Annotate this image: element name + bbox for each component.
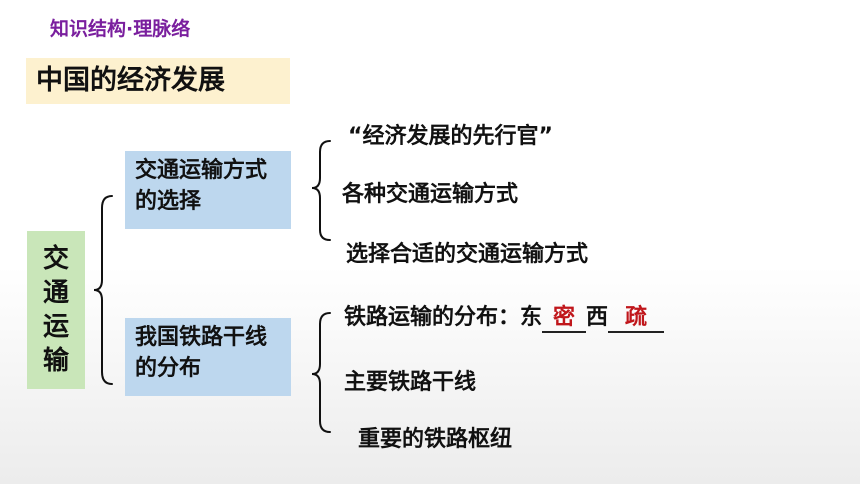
branch-node-transport-choice: 交通运输方式的选择 [125, 151, 291, 229]
leaf-item-railway-distribution: 铁路运输的分布：东密西疏 [344, 299, 665, 333]
distribution-prefix: 铁路运输的分布：东 [344, 305, 543, 330]
branch-label: 交通运输方式的选择 [135, 158, 268, 214]
page-title: 中国的经济发展 [26, 58, 290, 104]
leaf-item: 各种交通运输方式 [342, 182, 519, 207]
branch-node-railway-distribution: 我国铁路干线的分布 [125, 318, 291, 396]
root-node: 交通运输 [27, 231, 85, 389]
branch-brace-2 [311, 312, 331, 433]
branch-label: 我国铁路干线的分布 [135, 325, 268, 381]
root-brace [93, 195, 113, 385]
leaf-item: 选择合适的交通运输方式 [346, 242, 589, 267]
answer-blank-west: 疏 [608, 305, 665, 333]
answer-blank-east: 密 [542, 305, 587, 333]
distribution-middle: 西 [586, 305, 609, 330]
section-label: 知识结构·理脉络 [50, 18, 191, 40]
leaf-item: “经济发展的先行官” [348, 124, 553, 149]
leaf-item: 主要铁路干线 [344, 370, 477, 395]
root-node-label: 交通运输 [42, 244, 69, 376]
leaf-item: 重要的铁路枢纽 [358, 427, 513, 452]
branch-brace-1 [311, 140, 331, 241]
